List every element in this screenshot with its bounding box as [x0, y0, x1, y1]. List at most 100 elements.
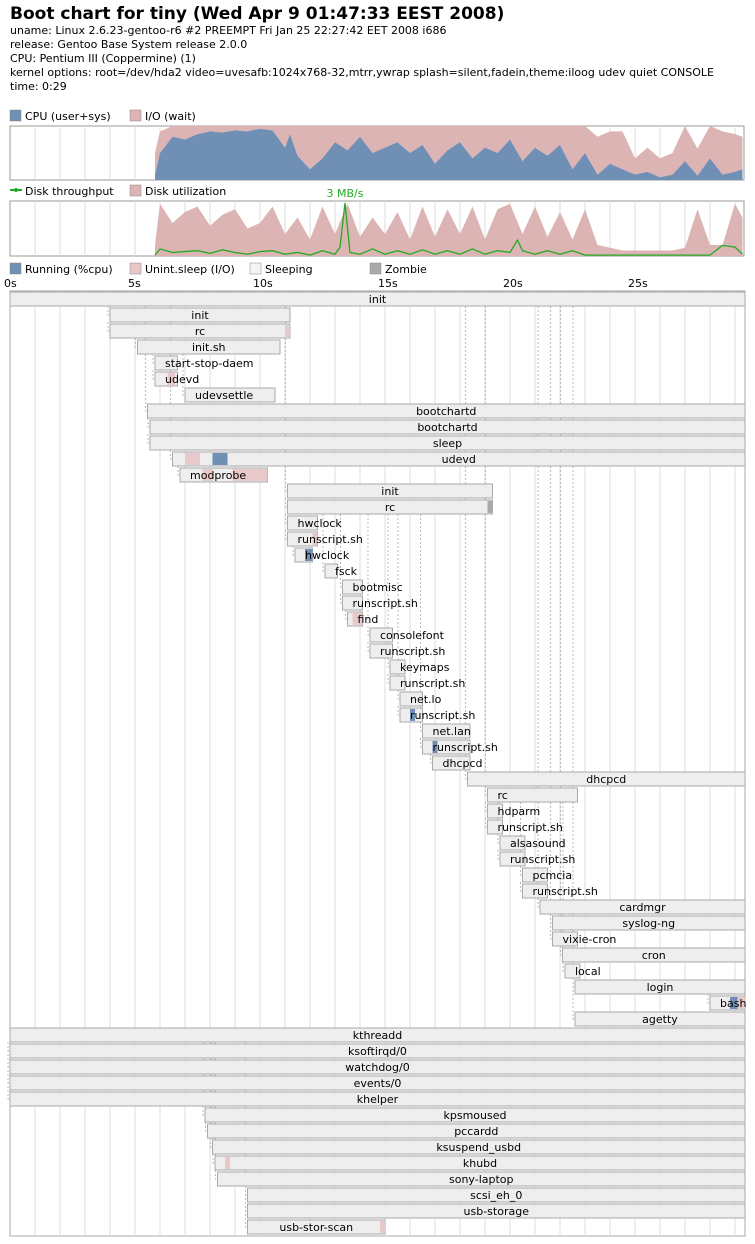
legend-io-label: I/O (wait) — [145, 110, 196, 123]
process-label: init — [381, 485, 399, 498]
process-label: local — [575, 965, 601, 978]
process-connector — [285, 530, 288, 540]
process-connector — [397, 514, 400, 700]
process-bar — [539, 899, 746, 915]
process-label: udevsettle — [195, 389, 253, 402]
cpu-area — [155, 128, 743, 180]
process-label: net.lan — [433, 725, 471, 738]
time-tick-label: 5s — [128, 277, 141, 290]
process-label: fsck — [335, 565, 358, 578]
process-connector — [420, 514, 423, 732]
io-wait-area — [155, 126, 743, 180]
process-label: runscript.sh — [298, 533, 363, 546]
unint-sleep-segment — [312, 533, 318, 545]
unint-sleep-segment — [225, 1157, 230, 1169]
process-label: kthreadd — [353, 1029, 402, 1042]
process-bar — [342, 595, 363, 611]
process-label: runscript.sh — [498, 821, 563, 834]
process-label: init — [191, 309, 209, 322]
process-connector — [182, 354, 185, 396]
process-bar — [562, 947, 746, 963]
process-label: bootchartd — [416, 405, 476, 418]
process-label: runscript.sh — [510, 853, 575, 866]
process-label: start-stop-daem — [165, 357, 254, 370]
process-bar — [149, 419, 746, 435]
process-bar — [369, 627, 393, 643]
process-label: rc — [195, 325, 205, 338]
process-connector — [147, 434, 150, 444]
process-bar — [9, 1091, 746, 1107]
process-bar — [247, 1203, 746, 1219]
process-label: alsasound — [510, 837, 566, 850]
process-label: runscript.sh — [410, 709, 475, 722]
process-bar — [287, 483, 493, 499]
process-connector — [177, 466, 180, 476]
disk-throughput-line — [154, 202, 743, 256]
process-label: cron — [642, 949, 666, 962]
process-label: keymaps — [400, 661, 450, 674]
process-label: dhcpcd — [443, 757, 483, 770]
process-label: sleep — [433, 437, 462, 450]
process-connector — [387, 514, 390, 668]
process-connector — [145, 306, 148, 412]
process-label: scsi_eh_0 — [470, 1189, 522, 1202]
process-label: runscript.sh — [400, 677, 465, 690]
chart-header: Boot chart for tiny (Wed Apr 9 01:47:33 … — [10, 4, 750, 94]
process-connector — [285, 514, 288, 524]
process-connector — [322, 514, 325, 572]
process-bar — [522, 867, 548, 883]
process-connector — [485, 818, 488, 828]
process-label: ksuspend_usbd — [436, 1141, 521, 1154]
time-tick-label: 25s — [628, 277, 648, 290]
process-connector — [147, 418, 150, 428]
process-bar — [369, 643, 393, 659]
process-label: runscript.sh — [533, 885, 598, 898]
process-label: init.sh — [192, 341, 226, 354]
process-bar — [9, 1075, 746, 1091]
process-connector — [537, 306, 540, 908]
legend-gantt-2-label: Sleeping — [265, 263, 313, 276]
process-bar — [499, 835, 526, 851]
process-bar — [137, 339, 281, 355]
legend-gantt-0-swatch — [9, 262, 22, 275]
process-bar — [422, 723, 471, 739]
legend-gantt-1-swatch — [129, 262, 142, 275]
process-label: events/0 — [354, 1077, 402, 1090]
process-label: kpsmoused — [444, 1109, 507, 1122]
process-connector — [292, 546, 295, 556]
process-label: khubd — [463, 1157, 497, 1170]
legend-throughput-swatch-dot — [14, 188, 18, 192]
running-segment — [410, 709, 415, 721]
unint-sleep-segment — [352, 613, 363, 625]
process-connector — [707, 994, 710, 1004]
legend-gantt-2-swatch — [249, 262, 262, 275]
process-label: find — [358, 613, 379, 626]
process-connector — [367, 642, 370, 652]
process-label: dhcpcd — [586, 773, 626, 786]
process-bar — [389, 659, 406, 675]
process-label: udevd — [442, 453, 476, 466]
process-label: bootmisc — [353, 581, 403, 594]
process-bar — [552, 931, 578, 947]
legend-gantt-1-label: Unint.sleep (I/O) — [145, 263, 235, 276]
process-bar — [487, 787, 578, 803]
unint-sleep-segment — [202, 469, 213, 481]
running-segment — [730, 997, 738, 1009]
process-bar — [147, 403, 746, 419]
time-tick-label: 20s — [503, 277, 523, 290]
process-label: pccardd — [454, 1125, 498, 1138]
process-label: modprobe — [190, 469, 246, 482]
unint-sleep-segment — [232, 469, 268, 481]
process-connector — [485, 306, 488, 796]
process-bar — [9, 1059, 746, 1075]
process-connector — [520, 882, 523, 892]
process-bar — [109, 307, 291, 323]
process-bar — [204, 1107, 746, 1123]
running-segment — [212, 453, 228, 465]
process-bar — [9, 291, 746, 307]
process-bar — [399, 691, 423, 707]
unint-sleep-segment — [185, 453, 200, 465]
process-bar — [487, 803, 503, 819]
kernel-options-line: kernel options: root=/dev/hda2 video=uve… — [10, 66, 714, 79]
zombie-segment — [487, 501, 493, 513]
